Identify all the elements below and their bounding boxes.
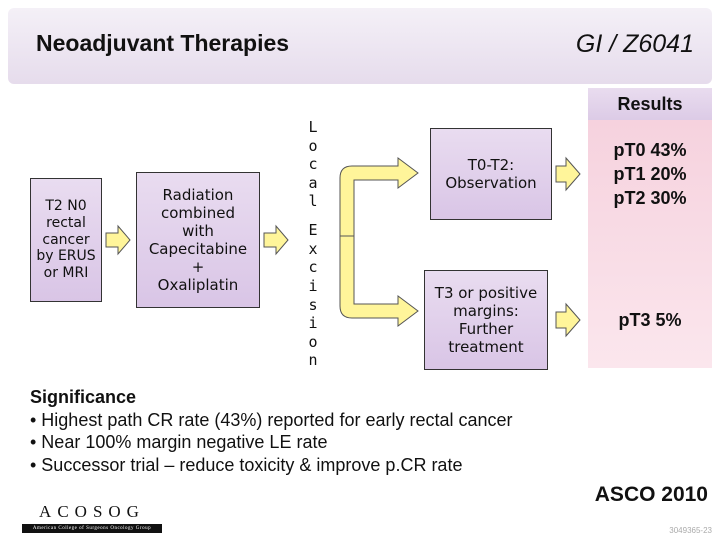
local-letter: L xyxy=(308,118,318,136)
patient-box: T2 N0 rectal cancer by ERUS or MRI xyxy=(30,178,102,302)
patient-line: by ERUS xyxy=(36,248,96,265)
patient-line: or MRI xyxy=(43,265,89,282)
further-line: treatment xyxy=(448,338,524,356)
significance-bullet: • Successor trial – reduce toxicity & im… xyxy=(30,454,463,475)
patient-line: rectal xyxy=(46,214,86,231)
local-excision-label: L o c a l E x c i s i o n xyxy=(294,118,332,370)
split-arrow-down-icon xyxy=(339,235,419,327)
acosog-logo: ACOSOG American College of Surgeons Onco… xyxy=(22,502,162,534)
arrow-icon xyxy=(105,224,131,256)
excision-letter: o xyxy=(308,332,318,351)
slide-title: Neoadjuvant Therapies xyxy=(36,30,290,56)
slide-id: 3049365-23 xyxy=(669,526,712,535)
significance-title: Significance xyxy=(30,387,137,407)
split-arrow-up-icon xyxy=(339,157,419,237)
local-letter: l xyxy=(308,192,318,211)
result-pt2: pT2 30% xyxy=(613,188,687,208)
early-results: pT0 43% pT1 20% pT2 30% xyxy=(588,138,712,210)
treatment-line: Capecitabine xyxy=(148,240,248,258)
result-pt0: pT0 43% xyxy=(613,140,687,160)
treatment-line: Radiation xyxy=(162,186,234,204)
excision-letter: c xyxy=(308,258,318,277)
result-pt1: pT1 20% xyxy=(613,164,687,184)
patient-line: cancer xyxy=(42,231,90,248)
local-letter: o xyxy=(308,136,318,155)
excision-letter: i xyxy=(308,314,318,333)
observation-line: T0-T2: xyxy=(467,156,515,174)
excision-letter: E xyxy=(308,221,318,240)
treatment-line: with xyxy=(182,222,214,240)
significance-bullet: • Highest path CR rate (43%) reported fo… xyxy=(30,409,513,430)
excision-letter: n xyxy=(308,351,318,370)
arrow-icon xyxy=(263,224,289,256)
treatment-line: combined xyxy=(161,204,235,222)
excision-letter: s xyxy=(308,295,318,314)
arrow-icon xyxy=(555,302,581,338)
further-treatment-box: T3 or positive margins: Further treatmen… xyxy=(424,270,548,370)
further-line: Further xyxy=(458,320,514,338)
treatment-line: + xyxy=(191,258,205,276)
logo-letters: ACOSOG xyxy=(39,502,145,521)
local-letter: a xyxy=(308,173,318,192)
title-banner: Neoadjuvant Therapies GI / Z6041 xyxy=(8,8,712,84)
excision-letter: x xyxy=(308,239,318,258)
significance-section: Significance • Highest path CR rate (43%… xyxy=(30,386,513,476)
further-line: T3 or positive xyxy=(434,284,538,302)
observation-line: Observation xyxy=(445,174,537,192)
significance-bullet: • Near 100% margin negative LE rate xyxy=(30,432,328,452)
conference-label: ASCO 2010 xyxy=(594,483,708,506)
treatment-box: Radiation combined with Capecitabine + O… xyxy=(136,172,260,308)
further-line: margins: xyxy=(453,302,519,320)
trial-id: GI / Z6041 xyxy=(575,30,694,58)
treatment-line: Oxaliplatin xyxy=(157,276,239,294)
observation-box: T0-T2: Observation xyxy=(430,128,552,220)
arrow-icon xyxy=(555,156,581,192)
results-column xyxy=(588,120,712,368)
logo-subtitle: American College of Surgeons Oncology Gr… xyxy=(22,524,162,533)
results-heading: Results xyxy=(588,88,712,120)
result-pt3: pT3 5% xyxy=(618,310,682,330)
local-letter: c xyxy=(308,155,318,174)
excision-letter: i xyxy=(308,277,318,296)
patient-line: T2 N0 xyxy=(45,198,87,214)
